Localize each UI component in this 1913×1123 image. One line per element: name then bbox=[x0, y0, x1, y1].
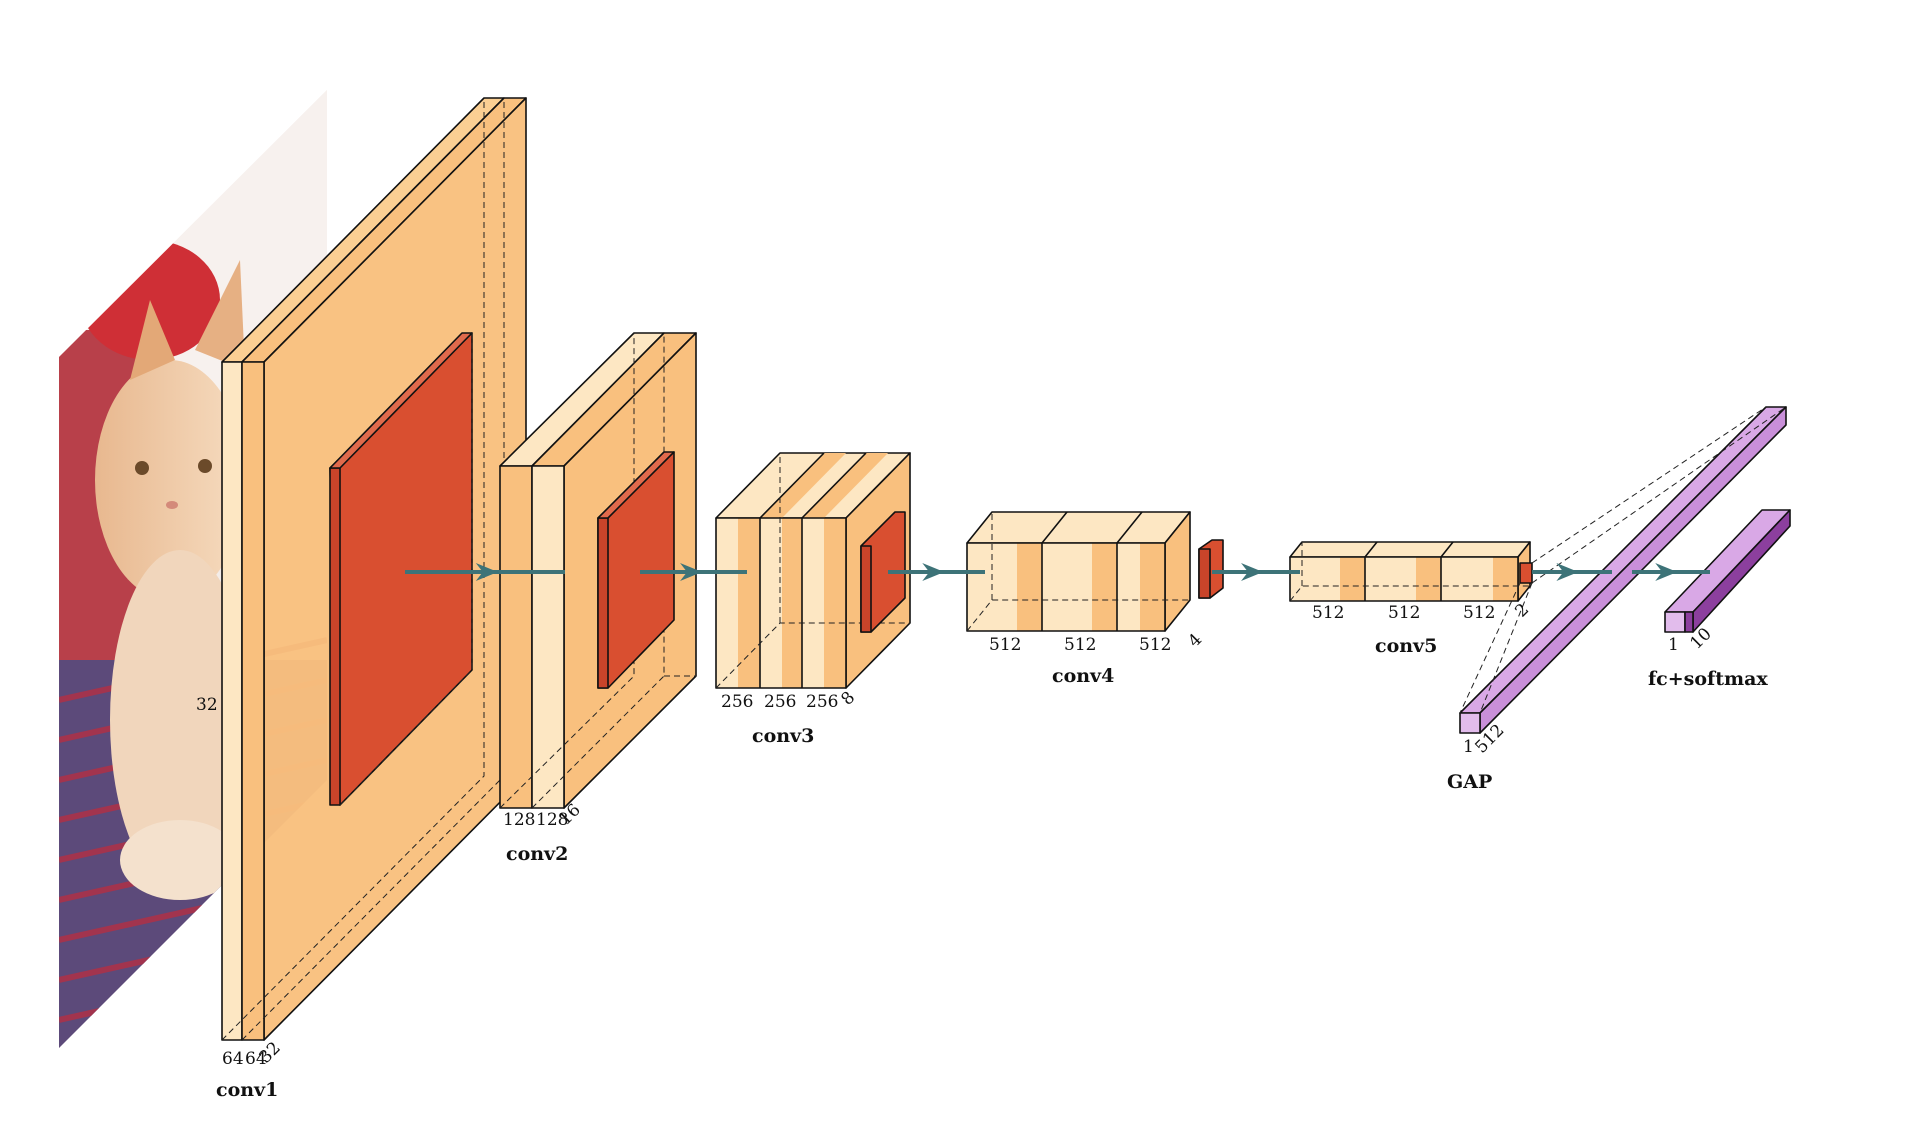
conv1-title: conv1 bbox=[216, 1079, 278, 1101]
conv4-dim-1: 512 bbox=[989, 635, 1021, 655]
labels: 32 64 64 32 conv1 128 128 16 conv2 256 2… bbox=[196, 600, 1768, 1101]
arrow-head-4 bbox=[1241, 563, 1264, 581]
block-conv1 bbox=[221, 97, 527, 1041]
conv2-dim-2: 128 bbox=[536, 810, 568, 830]
conv2-title: conv2 bbox=[506, 843, 568, 865]
conv2-dim-1: 128 bbox=[503, 810, 535, 830]
conv5-dim-4: 2 bbox=[1511, 600, 1533, 622]
conv1-dim-2: 64 bbox=[245, 1049, 267, 1069]
arrow-head-5 bbox=[1556, 563, 1579, 581]
connection-arrows bbox=[405, 563, 1710, 581]
conv5-title: conv5 bbox=[1375, 635, 1437, 657]
block-fc-softmax bbox=[1664, 509, 1791, 633]
block-conv5 bbox=[1289, 541, 1533, 602]
conv3-dim-3: 256 bbox=[806, 692, 838, 712]
conv3-dim-4: 8 bbox=[837, 688, 859, 710]
conv4-title: conv4 bbox=[1052, 665, 1114, 687]
conv4-dim-4: 4 bbox=[1184, 630, 1206, 652]
conv4-dim-2: 512 bbox=[1064, 635, 1096, 655]
arrow-head-3 bbox=[922, 563, 945, 581]
conv4-dim-3: 512 bbox=[1139, 635, 1171, 655]
conv5-dim-2: 512 bbox=[1388, 603, 1420, 623]
block-conv3 bbox=[715, 452, 911, 689]
gap-title: GAP bbox=[1447, 771, 1492, 793]
arrow-head-1 bbox=[475, 563, 498, 581]
conv5-dim-1: 512 bbox=[1312, 603, 1344, 623]
conv1-side-label: 32 bbox=[196, 695, 218, 715]
arrow-head-6 bbox=[1655, 563, 1678, 581]
conv3-dim-2: 256 bbox=[764, 692, 796, 712]
conv3-dim-1: 256 bbox=[721, 692, 753, 712]
conv3-title: conv3 bbox=[752, 725, 814, 747]
conv5-dim-3: 512 bbox=[1463, 603, 1495, 623]
gap-dim-1: 1 bbox=[1463, 737, 1474, 757]
fc-title: fc+softmax bbox=[1648, 668, 1768, 690]
fc-dim-1: 1 bbox=[1668, 635, 1679, 655]
arrow-head-2 bbox=[680, 563, 703, 581]
conv1-dim-1: 64 bbox=[222, 1049, 244, 1069]
block-conv2 bbox=[499, 332, 697, 809]
block-conv4 bbox=[966, 511, 1224, 632]
